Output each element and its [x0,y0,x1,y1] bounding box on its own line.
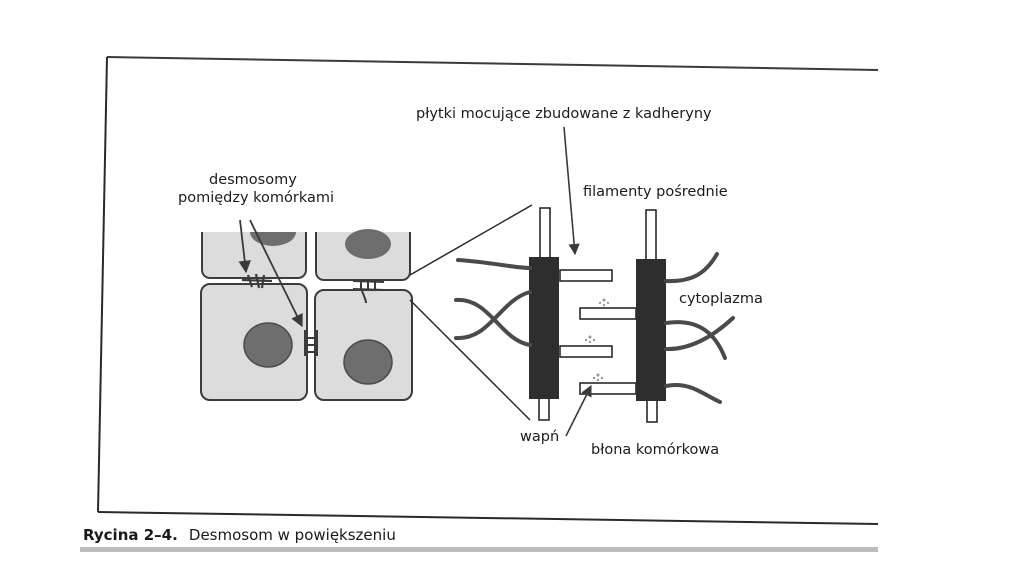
zoom-line-top [409,204,533,276]
label-intermediate-filaments: filamenty pośrednie [583,184,728,200]
figure-caption: Rycina 2–4. Desmosom w powiększeniu [83,525,396,544]
label-cell-membrane: błona komórkowa [591,442,719,458]
label-desmosomes-line2: pomiędzy komórkami [178,190,334,206]
arrow-to-junction-1 [238,219,251,274]
label-calcium: wapń [520,429,559,445]
cadherin-bar-3 [559,345,613,358]
cadherin-bar-2 [579,307,637,320]
nucleus-bottom-right [343,339,393,385]
membrane-right-top [645,209,657,261]
intermediate-filaments-right [664,252,735,404]
plaque-right [636,259,666,401]
membrane-right-bottom [646,399,658,423]
zoom-line-bottom [409,299,531,421]
arrow-to-junction-2 [249,219,303,328]
label-cytoplasm: cytoplazma [679,291,763,307]
membrane-left-top [539,207,551,259]
calcium-ions [584,298,610,382]
nucleus-bottom-left [243,322,293,368]
figure-frame [97,56,879,525]
caption-number: Rycina 2–4. [83,526,178,544]
plaque-left [529,257,559,399]
arrow-to-calcium [565,384,592,437]
arrow-to-cadherin [563,126,580,256]
desmosome-junction-vertical [304,330,318,356]
caption-text: Desmosom w powiększeniu [189,526,396,544]
desmosome-junction-horizontal-left [241,273,273,289]
label-desmosomes-line1: desmosomy [209,172,297,188]
nucleus-top-right [345,229,391,259]
desmosome-junction-horizontal-right [352,280,385,304]
cadherin-bar-1 [559,269,613,282]
magnified-desmosome [454,126,735,437]
membrane-left-bottom [538,397,550,421]
cell-cluster [200,214,415,401]
intermediate-filaments-left [454,258,532,347]
caption-rule [80,547,878,552]
label-anchoring-plates: płytki mocujące zbudowane z kadheryny [416,106,712,122]
